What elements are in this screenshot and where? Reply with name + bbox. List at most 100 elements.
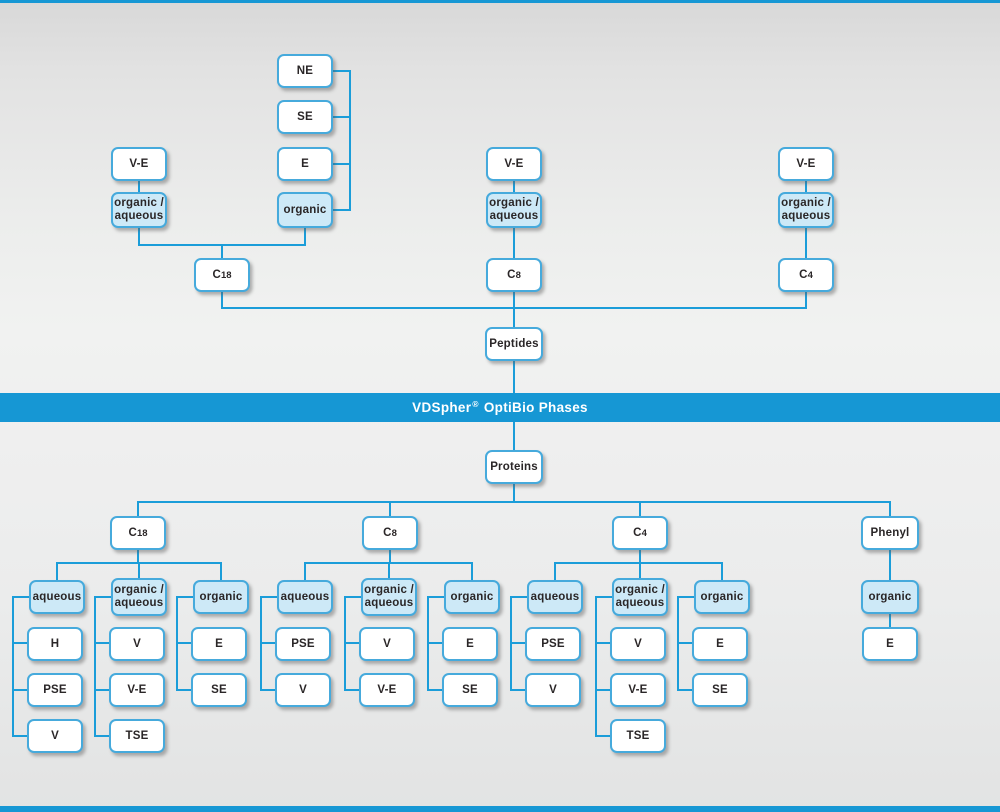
- node-c18-oa-v: V: [109, 627, 165, 661]
- connector-segment: [677, 642, 693, 644]
- connector-segment: [639, 501, 641, 518]
- connector-segment: [889, 549, 891, 581]
- node-c4-oa-v: V: [610, 627, 666, 661]
- connector-segment: [595, 596, 597, 737]
- node-top-organic: organic: [277, 192, 333, 228]
- bottom-accent-bar: [0, 806, 1000, 812]
- node-phenyl-org-e: E: [862, 627, 918, 661]
- top-accent-bar: [0, 0, 1000, 3]
- node-top-orgaq-c8: organic /aqueous: [486, 192, 542, 228]
- node-c8-oa-v: V: [359, 627, 415, 661]
- connector-segment: [389, 501, 391, 518]
- node-top-ve-c8: V-E: [486, 147, 542, 181]
- connector-segment: [332, 70, 351, 72]
- connector-segment: [56, 562, 58, 581]
- node-top-ve-c18: V-E: [111, 147, 167, 181]
- connector-segment: [94, 689, 110, 691]
- connector-segment: [554, 562, 723, 564]
- connector-segment: [510, 689, 526, 691]
- connector-segment: [889, 613, 891, 628]
- connector-segment: [344, 689, 360, 691]
- connector-segment: [220, 562, 222, 581]
- node-c8-aq-pse: PSE: [275, 627, 331, 661]
- node-c8-org-se: SE: [442, 673, 498, 707]
- node-c8-aqueous: aqueous: [277, 580, 333, 614]
- connector-segment: [510, 596, 528, 598]
- node-proteins: Proteins: [485, 450, 543, 484]
- connector-segment: [94, 596, 112, 598]
- connector-segment: [427, 689, 443, 691]
- connector-segment: [221, 290, 223, 309]
- registered-mark-icon: ®: [472, 398, 479, 409]
- connector-segment: [889, 501, 891, 518]
- connector-segment: [94, 596, 96, 737]
- connector-segment: [138, 562, 140, 580]
- node-top-orgaq-c4: organic /aqueous: [778, 192, 834, 228]
- node-phenyl-organic: organic: [861, 580, 919, 614]
- node-top-ne: NE: [277, 54, 333, 88]
- connector-segment: [260, 596, 278, 598]
- connector-segment: [260, 642, 276, 644]
- node-c8-oa-ve: V-E: [359, 673, 415, 707]
- connector-segment: [260, 689, 276, 691]
- connector-segment: [471, 562, 473, 581]
- node-c18-aq-h: H: [27, 627, 83, 661]
- node-c4-aqueous: aqueous: [527, 580, 583, 614]
- connector-segment: [221, 244, 223, 260]
- connector-segment: [12, 689, 28, 691]
- connector-segment: [137, 501, 139, 518]
- connector-segment: [389, 549, 391, 564]
- node-c4-aq-v: V: [525, 673, 581, 707]
- connector-segment: [677, 689, 693, 691]
- node-c18-oa-ve: V-E: [109, 673, 165, 707]
- connector-segment: [805, 180, 807, 194]
- connector-segment: [595, 596, 613, 598]
- node-c4-org-se: SE: [692, 673, 748, 707]
- banner: VDSpher® OptiBio Phases: [0, 393, 1000, 422]
- connector-segment: [513, 180, 515, 194]
- connector-segment: [349, 70, 351, 211]
- node-top-se: SE: [277, 100, 333, 134]
- connector-segment: [513, 421, 515, 452]
- connector-segment: [137, 501, 891, 503]
- node-c18-organic: organic: [193, 580, 249, 614]
- node-c4-oa-ve: V-E: [610, 673, 666, 707]
- connector-segment: [176, 596, 194, 598]
- node-c4-organic: organic: [694, 580, 750, 614]
- banner-subtitle: OptiBio Phases: [483, 400, 588, 415]
- node-bot-phenyl: Phenyl: [861, 516, 919, 550]
- node-c4-orgaq: organic /aqueous: [612, 578, 668, 616]
- connector-segment: [554, 562, 556, 581]
- node-c18-aq-v: V: [27, 719, 83, 753]
- connector-segment: [12, 596, 30, 598]
- node-c4-aq-pse: PSE: [525, 627, 581, 661]
- connector-segment: [805, 227, 807, 260]
- node-c18-org-e: E: [191, 627, 247, 661]
- connector-segment: [595, 735, 611, 737]
- connector-segment: [344, 596, 362, 598]
- connector-segment: [176, 642, 192, 644]
- connector-segment: [12, 735, 28, 737]
- connector-segment: [388, 562, 390, 580]
- connector-segment: [344, 642, 360, 644]
- node-c18-aqueous: aqueous: [29, 580, 85, 614]
- connector-segment: [138, 227, 140, 246]
- connector-segment: [721, 562, 723, 581]
- connector-segment: [513, 227, 515, 260]
- connector-segment: [176, 689, 192, 691]
- brand-name: VDSpher: [412, 400, 472, 415]
- node-c8-orgaq: organic /aqueous: [361, 578, 417, 616]
- connector-segment: [12, 642, 28, 644]
- connector-segment: [595, 642, 611, 644]
- connector-segment: [639, 549, 641, 564]
- connector-segment: [304, 562, 306, 581]
- connector-segment: [304, 227, 306, 246]
- connector-segment: [427, 596, 445, 598]
- node-c4-oa-tse: TSE: [610, 719, 666, 753]
- connector-segment: [332, 163, 351, 165]
